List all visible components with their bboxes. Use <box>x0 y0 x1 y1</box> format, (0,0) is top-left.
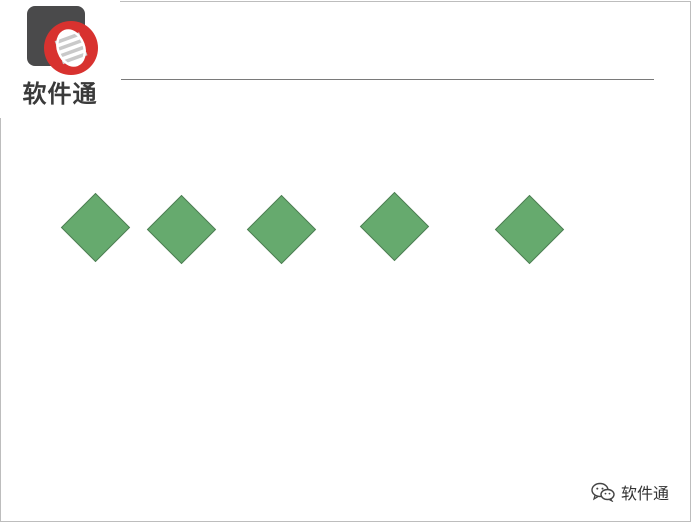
watermark-text: 软件通 <box>620 484 669 503</box>
diamond-shape-1[interactable] <box>60 192 131 263</box>
slide-border-top <box>120 1 691 2</box>
diamond-shape-3[interactable] <box>246 194 317 265</box>
title-divider <box>121 79 654 80</box>
diamond-shape-4[interactable] <box>359 191 430 262</box>
logo-text: 软件通 <box>22 80 98 108</box>
diamond-shape-2[interactable] <box>146 194 217 265</box>
wechat-icon <box>591 482 615 502</box>
software-logo-icon <box>27 6 98 75</box>
brand-logo: 软件通 <box>14 4 106 108</box>
watermark: 软件通 <box>591 480 669 504</box>
slide-border-left <box>0 118 1 521</box>
diamond-shape-5[interactable] <box>494 194 565 265</box>
